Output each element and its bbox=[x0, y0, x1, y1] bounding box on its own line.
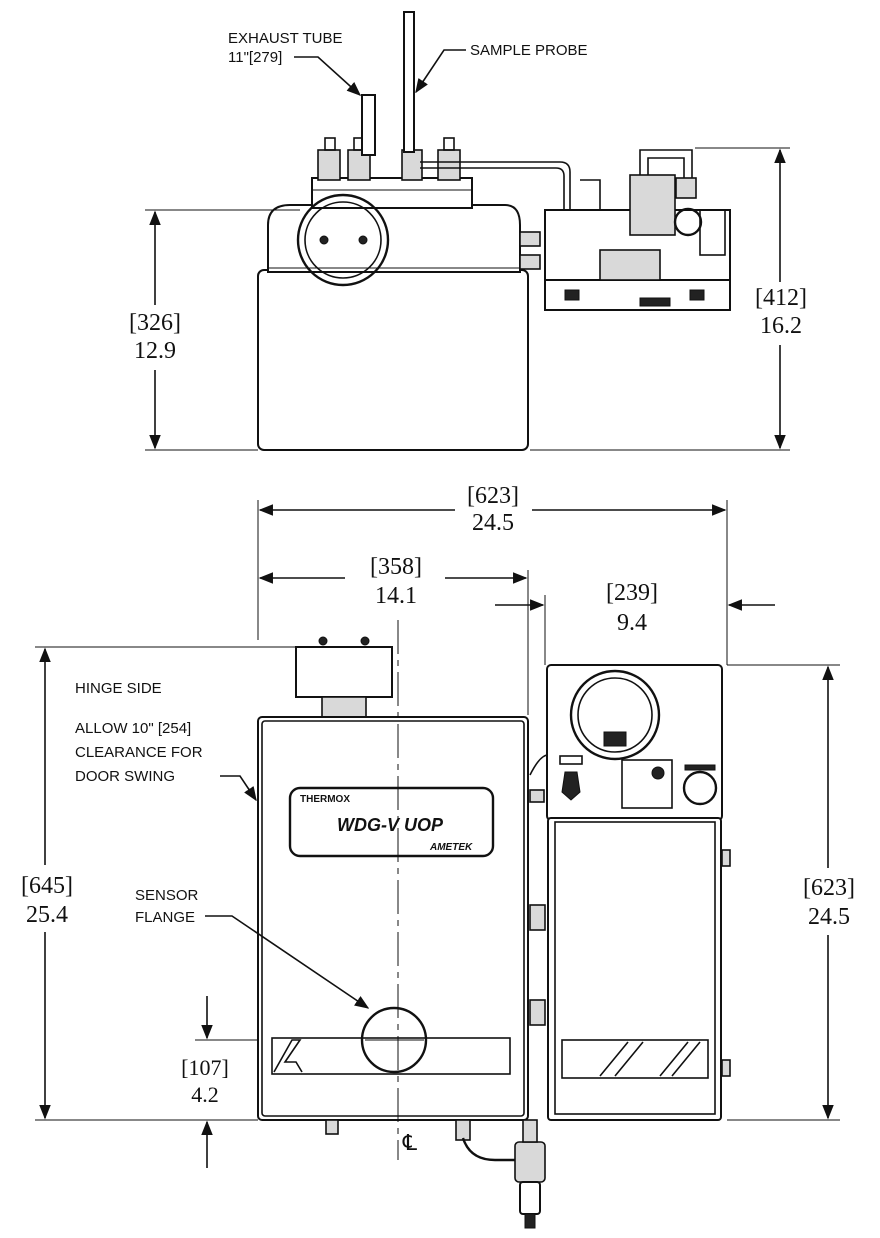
dim-16-2-in: 16.2 bbox=[760, 313, 802, 339]
dim-239-mm: [239] bbox=[606, 580, 658, 606]
dim-side-height: [623] 24.5 bbox=[727, 664, 855, 1121]
dim-358-mm: [358] bbox=[370, 554, 422, 580]
dim-top-left-height: [326] 12.9 bbox=[129, 209, 300, 451]
dim-top-right-height: [412] 16.2 bbox=[530, 147, 807, 451]
exhaust-tube-callout: EXHAUST TUBE 11"[279] bbox=[228, 30, 362, 96]
allow-clearance-line1: ALLOW 10" [254] bbox=[75, 720, 191, 737]
sample-probe-callout: SAMPLE PROBE bbox=[415, 42, 588, 94]
exhaust-tube-length: 11"[279] bbox=[228, 49, 282, 66]
filter-regulator bbox=[461, 1119, 546, 1229]
brand-ametek: AMETEK bbox=[429, 842, 473, 853]
product-name: WDG-V UOP bbox=[337, 815, 444, 835]
top-view-round-door bbox=[296, 193, 390, 287]
sample-probe-label: SAMPLE PROBE bbox=[470, 42, 588, 59]
dim-623-mm-width: [623] bbox=[467, 483, 519, 509]
top-view-fittings bbox=[317, 137, 461, 181]
dim-9-4-in: 9.4 bbox=[617, 610, 647, 636]
dim-25-4-in: 25.4 bbox=[26, 902, 68, 928]
sensor-label-line2: FLANGE bbox=[135, 909, 195, 926]
top-view-cover-plate bbox=[311, 177, 473, 209]
dim-overall-width: [623] 24.5 bbox=[257, 483, 728, 665]
dim-645-mm: [645] bbox=[21, 873, 73, 899]
centerline: ℄ bbox=[397, 620, 418, 1160]
dim-326-mm: [326] bbox=[129, 310, 181, 336]
dim-main-width: [358] 14.1 bbox=[258, 554, 529, 715]
sensor-flange bbox=[360, 1006, 428, 1074]
front-main-cabinet: THERMOX WDG-V UOP AMETEK bbox=[257, 636, 529, 1141]
top-view-tank bbox=[257, 269, 529, 451]
dim-12-9-in: 12.9 bbox=[134, 338, 176, 364]
dim-4-2-in: 4.2 bbox=[191, 1082, 219, 1107]
exhaust-tube bbox=[361, 94, 376, 156]
dim-24-5-in-height: 24.5 bbox=[808, 904, 850, 930]
allow-clearance-line3: DOOR SWING bbox=[75, 768, 175, 785]
nameplate bbox=[288, 786, 495, 858]
top-view bbox=[257, 11, 731, 451]
dim-24-5-in-width: 24.5 bbox=[472, 510, 514, 536]
top-view-side-unit bbox=[519, 149, 731, 311]
dim-623-mm-height: [623] bbox=[803, 875, 855, 901]
dim-flange-height: [107] 4.2 bbox=[181, 996, 350, 1168]
gauge bbox=[569, 669, 661, 761]
dim-107-mm: [107] bbox=[181, 1055, 229, 1080]
dim-side-width: [239] 9.4 bbox=[495, 580, 775, 665]
sample-probe bbox=[403, 11, 415, 153]
hinge-side-label: HINGE SIDE bbox=[75, 680, 162, 697]
dim-14-1-in: 14.1 bbox=[375, 583, 417, 609]
dim-412-mm: [412] bbox=[755, 285, 807, 311]
brand-thermox: THERMOX bbox=[300, 794, 350, 805]
allow-clearance-line2: CLEARANCE FOR bbox=[75, 744, 203, 761]
sensor-label-line1: SENSOR bbox=[135, 887, 199, 904]
exhaust-tube-label: EXHAUST TUBE bbox=[228, 30, 342, 47]
front-side-unit bbox=[529, 664, 731, 1121]
centerline-symbol: ℄ bbox=[402, 1130, 418, 1155]
top-view-housing bbox=[267, 204, 521, 273]
